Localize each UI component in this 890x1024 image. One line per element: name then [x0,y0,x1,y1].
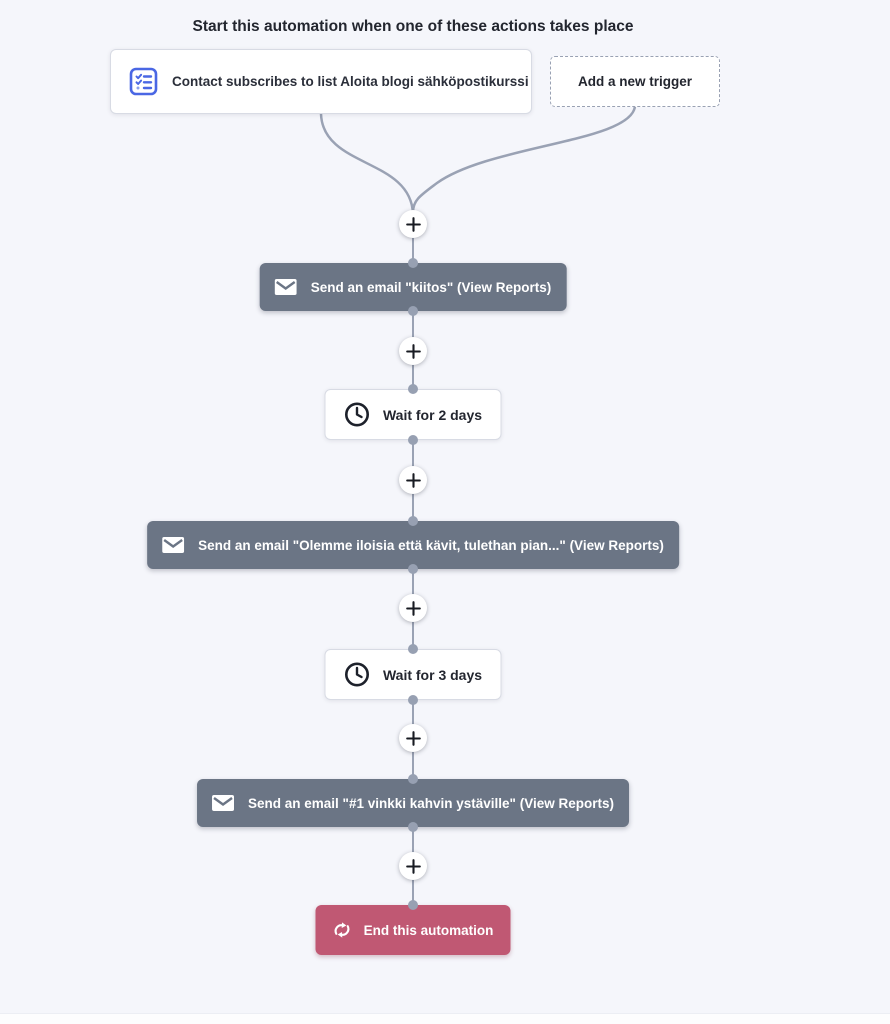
node-label: Send an email "Olemme iloisia että kävit… [198,537,664,553]
node-email-kiitos[interactable]: Send an email "kiitos" (View Reports) [259,263,567,311]
connector-dot [408,644,418,654]
connector-dot [408,822,418,832]
connector-dot [408,774,418,784]
add-step-button[interactable] [399,594,427,622]
add-step-button[interactable] [399,466,427,494]
plus-icon [405,858,421,874]
node-label: Send an email "kiitos" (View Reports) [310,279,552,295]
connector-dot [408,695,418,705]
node-end-automation[interactable]: End this automation [315,905,511,955]
add-trigger-label: Add a new trigger [577,74,692,89]
plus-icon [405,600,421,616]
node-label: Wait for 3 days [382,666,483,683]
clock-icon [344,661,371,688]
add-step-button[interactable] [399,210,427,238]
node-label: End this automation [363,922,494,938]
node-email-olemme[interactable]: Send an email "Olemme iloisia että kävit… [147,521,679,569]
add-step-button[interactable] [399,337,427,365]
connector-dot [408,564,418,574]
plus-icon [405,730,421,746]
envelope-icon [162,537,185,553]
checklist-icon [129,67,158,96]
envelope-icon [274,279,297,295]
trigger-node[interactable]: Contact subscribes to list Aloita blogi … [110,49,532,114]
trigger-connector-lines [319,104,637,216]
sync-arrows-icon [333,921,352,939]
node-email-vinkki[interactable]: Send an email "#1 vinkki kahvin ystävill… [197,779,629,827]
envelope-icon [212,795,235,811]
connector-dot [408,435,418,445]
page-title: Start this automation when one of these … [192,18,634,35]
add-new-trigger-button[interactable]: Add a new trigger [550,56,720,107]
clock-icon [344,401,371,428]
canvas-bottom-edge [0,1013,890,1024]
connector-dot [408,900,418,910]
plus-icon [405,216,421,232]
add-step-button[interactable] [399,852,427,880]
plus-icon [405,472,421,488]
trigger-label: Contact subscribes to list Aloita blogi … [172,74,529,89]
plus-icon [405,343,421,359]
add-step-button[interactable] [399,724,427,752]
node-wait-2-days[interactable]: Wait for 2 days [324,389,502,440]
connector-dot [408,516,418,526]
connector-dot [408,258,418,268]
node-label: Send an email "#1 vinkki kahvin ystävill… [248,795,614,811]
connector-dot [408,306,418,316]
connector-dot [408,384,418,394]
node-label: Wait for 2 days [382,406,483,423]
node-wait-3-days[interactable]: Wait for 3 days [324,649,502,700]
